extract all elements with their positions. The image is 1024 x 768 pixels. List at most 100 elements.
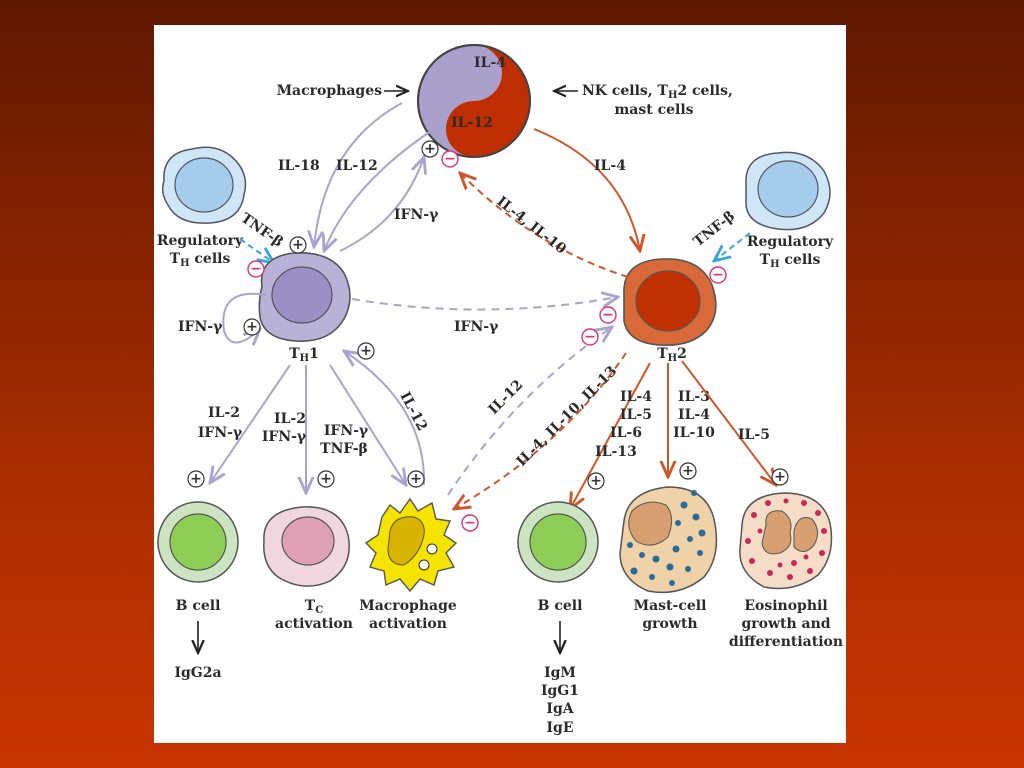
th2-mast-label-3: IL-10 — [673, 425, 715, 441]
eosinophil-label-2: growth and — [741, 616, 830, 632]
minus-sign: − — [581, 328, 599, 346]
plus-sign: + — [771, 468, 789, 486]
th1-to-bcell-arrow — [210, 364, 291, 483]
svg-text:−: − — [250, 261, 262, 277]
yin-yang-il12-label: IL-12 — [451, 115, 493, 131]
regulatory-right-label-1: Regulatory — [747, 234, 834, 250]
minus-sign: − — [247, 260, 265, 278]
il4-il10-il13-inhibit-arrow — [454, 352, 627, 509]
plus-sign: + — [187, 470, 205, 488]
minus-sign: − — [461, 514, 479, 532]
th1-bcell-label-2: IFN-γ — [198, 425, 243, 441]
nk-cells-source-label: NK cells, TH2 cells, — [582, 83, 733, 101]
svg-text:+: + — [590, 473, 602, 489]
cytokine-network-diagram: IL-4 IL-12 Macrophages NK cells, TH2 cel… — [157, 44, 843, 736]
il18-arrow — [314, 102, 403, 247]
svg-text:+: + — [246, 319, 258, 335]
bcell-left-icon — [157, 501, 239, 583]
tnf-beta-left-label: TNF-β — [238, 210, 286, 250]
regulatory-left-label-1: Regulatory — [157, 233, 244, 249]
svg-text:+: + — [360, 343, 372, 359]
tnf-beta-right-label: TNF-β — [691, 208, 738, 250]
antibody-igm: IgM — [544, 665, 576, 681]
diagram-panel: IL-4 IL-12 Macrophages NK cells, TH2 cel… — [154, 25, 846, 743]
svg-text:+: + — [682, 463, 694, 479]
ifn-gamma-self-loop-arrow — [222, 292, 267, 343]
th2-label: TH2 — [657, 346, 687, 364]
th1-label: TH1 — [289, 346, 319, 364]
bcell-left-label: B cell — [176, 598, 221, 614]
th1-tc-label-1: IL-2 — [274, 411, 306, 427]
plus-sign: + — [357, 342, 375, 360]
regulatory-th-cell-right — [745, 151, 831, 231]
tc-cell-icon — [263, 506, 350, 587]
svg-text:−: − — [602, 307, 614, 323]
svg-text:−: − — [444, 151, 456, 167]
il4-to-th2-arrow — [533, 128, 640, 251]
il4-il10-inhibit-arrow — [460, 173, 629, 278]
th1-mac-label-2: TNF-β — [320, 441, 368, 457]
tc-label-2: activation — [275, 616, 353, 632]
th2-to-bcell-arrow — [570, 362, 651, 509]
th2-bcell-label-3: IL-6 — [610, 425, 642, 441]
ifn-gamma-cross-label: IFN-γ — [454, 319, 499, 335]
th2-cell — [623, 258, 717, 347]
plus-sign: + — [421, 140, 439, 158]
minus-sign: − — [441, 150, 459, 168]
svg-text:−: − — [464, 515, 476, 531]
svg-text:+: + — [320, 471, 332, 487]
svg-text:−: − — [712, 267, 724, 283]
bcell-right-icon — [517, 501, 599, 583]
plus-sign: + — [587, 472, 605, 490]
svg-text:+: + — [774, 469, 786, 485]
plus-sign: + — [317, 470, 335, 488]
minus-sign: − — [709, 266, 727, 284]
th1-mac-label-1: IFN-γ — [324, 423, 369, 439]
antibody-igg2a: IgG2a — [174, 665, 221, 681]
th1-cell — [258, 252, 351, 342]
regulatory-right-label-2: TH cells — [760, 252, 821, 270]
macrophages-source-label: Macrophages — [277, 83, 383, 99]
th2-eosinophil-label: IL-5 — [738, 427, 770, 443]
antibody-igg1: IgG1 — [541, 683, 579, 699]
ifn-gamma-up-arrow — [339, 157, 424, 252]
bcell-right-label: B cell — [538, 598, 583, 614]
regulatory-left-label-2: TH cells — [170, 251, 231, 269]
svg-text:−: − — [584, 329, 596, 345]
plus-signs: + + + + + + + + + + — [187, 140, 789, 490]
il12-up-arrow — [344, 351, 426, 486]
il4-il10-label: IL-4, IL-10 — [494, 194, 570, 258]
tc-label-1: TC — [305, 598, 323, 616]
th1-tc-label-2: IFN-γ — [262, 429, 307, 445]
th2-bcell-label-2: IL-5 — [620, 407, 652, 423]
il12-up-label: IL-12 — [396, 389, 430, 433]
plus-sign: + — [679, 462, 697, 480]
ifn-gamma-up-label: IFN-γ — [394, 207, 439, 223]
minus-sign: − — [599, 306, 617, 324]
plus-sign: + — [407, 470, 425, 488]
plus-sign: + — [289, 236, 307, 254]
minus-signs: − − − − − − — [247, 150, 727, 532]
th2-bcell-label-4: IL-13 — [595, 444, 637, 460]
il12-down-label: IL-12 — [336, 158, 378, 174]
svg-text:+: + — [292, 237, 304, 253]
ifn-gamma-cross-arrow — [351, 297, 618, 311]
th2-bcell-label-1: IL-4 — [620, 389, 652, 405]
mast-cell-icon — [619, 486, 718, 594]
th1-to-macrophage-arrow — [329, 364, 406, 485]
tnf-beta-left-arrow — [239, 238, 274, 263]
regulatory-th-cell-left — [161, 146, 247, 224]
il12-dashed-label: IL-12 — [486, 377, 527, 418]
svg-text:+: + — [410, 471, 422, 487]
il18-label: IL-18 — [278, 158, 320, 174]
eosinophil-icon — [739, 492, 833, 590]
th2-mast-label-2: IL-4 — [678, 407, 710, 423]
eosinophil-label-1: Eosinophil — [744, 598, 827, 614]
antibody-ige: IgE — [546, 720, 573, 736]
plus-sign: + — [243, 318, 261, 336]
il12-dashed-arrow — [447, 327, 612, 496]
svg-text:+: + — [424, 141, 436, 157]
tnf-beta-right-arrow — [714, 232, 751, 261]
il4-il12-yin-yang: IL-4 IL-12 — [417, 44, 531, 158]
antibody-iga: IgA — [546, 701, 574, 717]
